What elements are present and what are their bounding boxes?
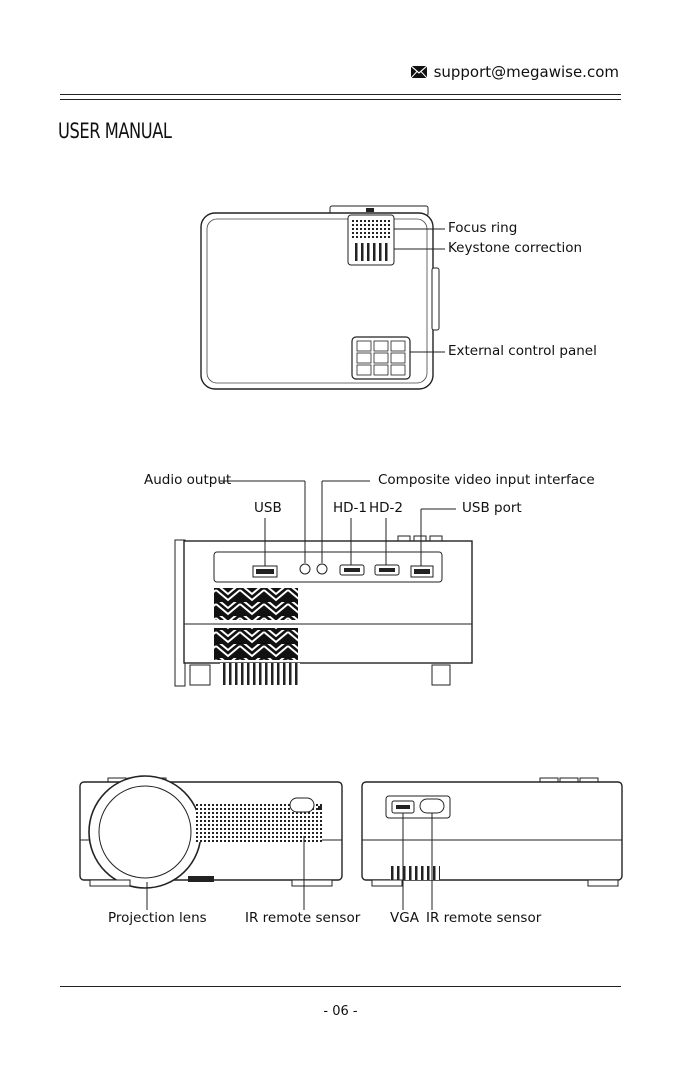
label-hd2: HD-2 bbox=[369, 500, 403, 516]
label-usb-port: USB port bbox=[462, 500, 522, 516]
back-view-drawing bbox=[362, 778, 622, 910]
label-hd1: HD-1 bbox=[333, 500, 367, 516]
label-external-control-panel: External control panel bbox=[448, 343, 597, 359]
label-composite-video: Composite video input interface bbox=[378, 472, 595, 488]
label-ir-remote-sensor-back: IR remote sensor bbox=[426, 910, 541, 926]
label-ir-remote-sensor-front: IR remote sensor bbox=[245, 910, 360, 926]
label-usb: USB bbox=[254, 500, 282, 516]
label-vga: VGA bbox=[390, 910, 419, 926]
side-view-drawing bbox=[175, 481, 472, 686]
footer-rule bbox=[60, 986, 621, 987]
label-keystone-correction: Keystone correction bbox=[448, 240, 582, 256]
label-projection-lens: Projection lens bbox=[108, 910, 207, 926]
label-focus-ring: Focus ring bbox=[448, 220, 517, 236]
label-audio-output: Audio output bbox=[144, 472, 231, 488]
page-number: - 06 - bbox=[0, 1004, 681, 1019]
top-view-drawing bbox=[201, 206, 445, 389]
front-view-drawing bbox=[80, 776, 342, 910]
